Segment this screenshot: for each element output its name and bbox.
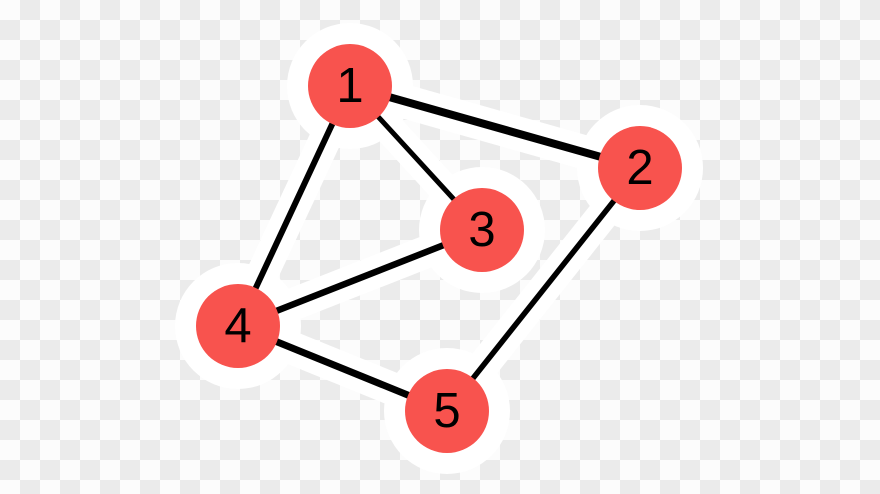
node-circle-1	[308, 44, 392, 128]
graph-node-4: 4	[196, 284, 280, 368]
edge-1-2	[348, 82, 642, 172]
node-layer: 1 2 3 4 5	[196, 44, 682, 453]
graph-node-1: 1	[308, 44, 392, 128]
graph-node-3: 3	[440, 188, 524, 272]
node-label-1: 1	[336, 59, 363, 113]
edge-3-4	[236, 226, 484, 330]
node-circle-4	[196, 284, 280, 368]
node-circle-5	[405, 369, 489, 453]
node-label-3: 3	[468, 203, 495, 257]
node-circle-3	[440, 188, 524, 272]
node-label-2: 2	[626, 141, 653, 195]
graph-node-2: 2	[598, 126, 682, 210]
graph-node-5: 5	[405, 369, 489, 453]
edge-2-5	[444, 166, 643, 413]
node-circle-2	[598, 126, 682, 210]
edge-1-4	[235, 84, 353, 328]
node-label-4: 4	[224, 299, 251, 353]
node-label-5: 5	[433, 384, 460, 438]
